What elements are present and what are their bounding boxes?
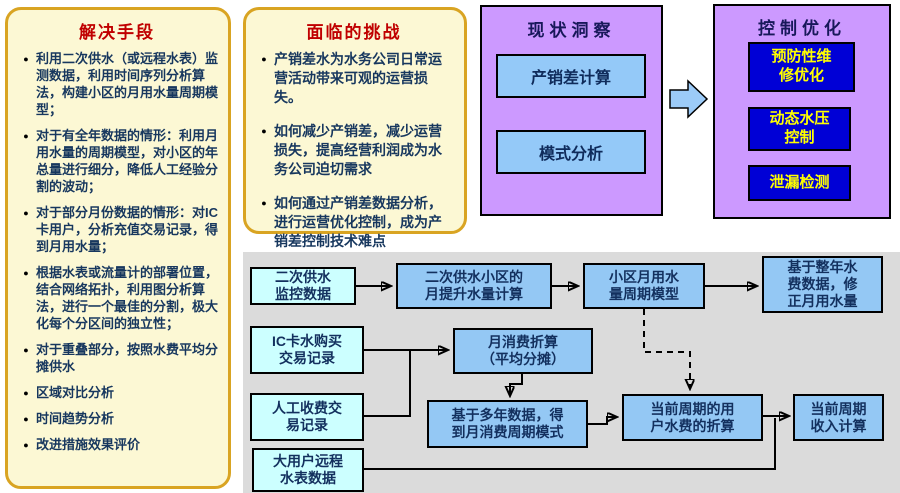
flow-node-annual-fee-correction: 基于整年水 费数据，修 正月用水量 (762, 256, 883, 313)
solution-panel-title: 解决手段 (79, 23, 155, 42)
bullet-icon: ● (23, 208, 29, 218)
bullet-text: 对于重叠部分，按照水费平均分摊供水 (36, 342, 219, 374)
bullet-icon: ● (23, 54, 29, 64)
flow-node-monthly-lift-calc: 二次供水小区的 月提升水量计算 (396, 263, 552, 309)
insight-box-pattern-analysis: 模式分析 (496, 130, 646, 174)
insight-panel-title: 现状洞察 (527, 21, 616, 40)
flow-node-monthly-consumption-conversion: 月消费折算 （平均分摊） (453, 328, 593, 374)
big-right-arrow-icon (669, 79, 709, 119)
list-item: ● 时间趋势分析 (16, 410, 218, 427)
flow-node-manual-fee-records: 人工收费交 易记录 (250, 393, 364, 441)
bullet-text: 时间趋势分析 (36, 411, 115, 426)
control-box-dynamic-pressure: 动态水压 控制 (748, 107, 851, 151)
control-panel: 控制优化 预防性维 修优化 动态水压 控制 泄漏检测 (713, 4, 891, 219)
control-box-preventive-maintenance: 预防性维 修优化 (748, 42, 855, 92)
flow-node-current-cycle-income: 当前周期 收入计算 (793, 394, 884, 441)
list-item: ● 改进措施效果评价 (16, 436, 218, 453)
flow-node-multi-year-pattern: 基于多年数据，得 到月消费周期模式 (427, 400, 588, 448)
control-panel-title: 控制优化 (758, 19, 846, 38)
list-item: ● 如何通过产销差数据分析，进行运营优化控制，成为产销差控制技术难点 (254, 194, 454, 251)
bullet-icon: ● (261, 126, 267, 136)
insight-panel: 现状洞察 产销差计算 模式分析 (480, 5, 663, 216)
control-box-leak-detection: 泄漏检测 (748, 165, 851, 201)
list-item: ● 对于有全年数据的情形：利用月用水量的周期模型，对小区的年总量进行细分，降低人工… (16, 127, 218, 195)
flow-node-secondary-supply-data: 二次供水 监控数据 (250, 267, 356, 305)
insight-box-nrw-calculation: 产销差计算 (496, 54, 646, 98)
bullet-icon: ● (23, 414, 29, 424)
bullet-icon: ● (23, 131, 29, 141)
bullet-text: 改进措施效果评价 (36, 437, 141, 452)
list-item: ● 产销差水为水务公司日常运营活动带来可观的运营损失。 (254, 50, 454, 107)
bullet-icon: ● (261, 54, 267, 64)
flow-node-large-user-meter-data: 大用户远程 水表数据 (252, 448, 364, 492)
list-item: ● 根据水表或流量计的部署位置，结合网络拓扑，利用图分析算法，进行一个最佳的分割，… (16, 264, 218, 332)
bullet-text: 产销差水为水务公司日常运营活动带来可观的运营损失。 (274, 51, 442, 105)
flow-node-district-cycle-model: 小区月用水 量周期模型 (583, 263, 705, 309)
bullet-icon: ● (261, 198, 267, 208)
list-item: ● 对于重叠部分，按照水费平均分摊供水 (16, 341, 218, 375)
bullet-text: 如何通过产销差数据分析，进行运营优化控制，成为产销差控制技术难点 (274, 195, 442, 249)
bullet-text: 区域对比分析 (36, 385, 115, 400)
bullet-text: 如何减少产销差，减少运营损失，提高经营利润成为水务公司迫切需求 (274, 123, 442, 177)
solution-bullet-list: ● 利用二次供水（或远程水表）监测数据，利用时间序列分析算法，构建小区的月用水量周… (16, 50, 218, 453)
challenge-panel-title: 面临的挑战 (306, 23, 402, 42)
bullet-icon: ● (23, 268, 29, 278)
bullet-icon: ● (23, 440, 29, 450)
solution-panel: 解决手段 ● 利用二次供水（或远程水表）监测数据，利用时间序列分析算法，构建小区的… (5, 7, 231, 489)
bullet-icon: ● (23, 345, 29, 355)
flow-node-current-cycle-fee-conversion: 当前周期的用 户水费的折算 (622, 394, 763, 441)
bullet-text: 对于部分月份数据的情形：对IC卡用户，分析充值交易记录，得到月用水量； (36, 205, 219, 254)
bullet-icon: ● (23, 388, 29, 398)
list-item: ● 对于部分月份数据的情形：对IC卡用户，分析充值交易记录，得到月用水量； (16, 204, 218, 255)
challenge-bullet-list: ● 产销差水为水务公司日常运营活动带来可观的运营损失。 ● 如何减少产销差，减少运营… (254, 50, 454, 251)
list-item: ● 利用二次供水（或远程水表）监测数据，利用时间序列分析算法，构建小区的月用水量周… (16, 50, 218, 118)
list-item: ● 如何减少产销差，减少运营损失，提高经营利润成为水务公司迫切需求 (254, 122, 454, 179)
bullet-text: 对于有全年数据的情形：利用月用水量的周期模型，对小区的年总量进行细分，降低人工经… (36, 128, 219, 194)
bullet-text: 根据水表或流量计的部署位置，结合网络拓扑，利用图分析算法，进行一个最佳的分割，极… (36, 265, 219, 331)
list-item: ● 区域对比分析 (16, 384, 218, 401)
flow-node-ic-card-records: IC卡水购买 交易记录 (250, 326, 364, 374)
bullet-text: 利用二次供水（或远程水表）监测数据，利用时间序列分析算法，构建小区的月用水量周期… (36, 51, 219, 117)
challenge-panel: 面临的挑战 ● 产销差水为水务公司日常运营活动带来可观的运营损失。 ● 如何减少产销… (243, 7, 467, 249)
